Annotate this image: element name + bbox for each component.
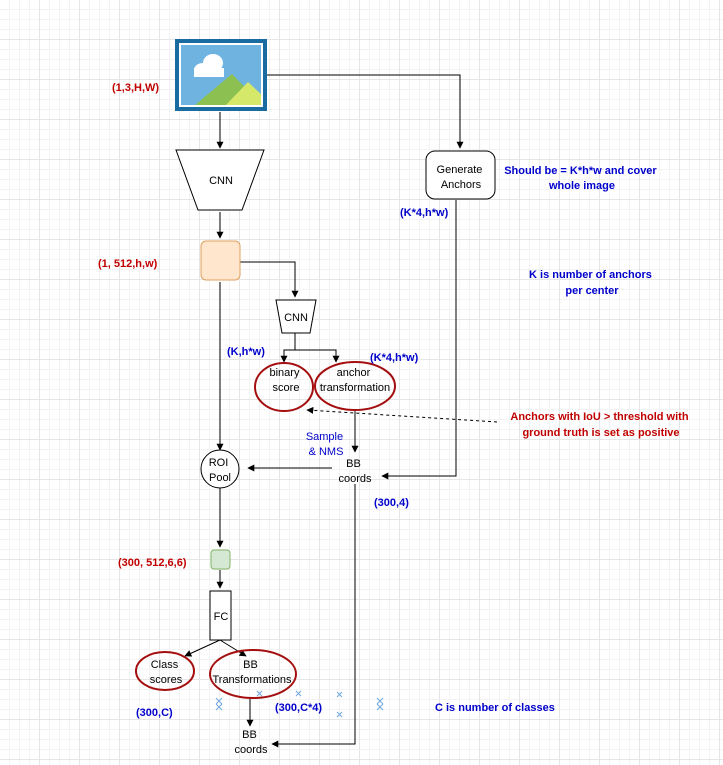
connectors xyxy=(184,74,498,748)
bb-transformations-ellipse xyxy=(209,649,297,699)
feature-shape-label: (1, 512,h,w) xyxy=(98,258,158,270)
edge-anchors-to-bb xyxy=(381,200,457,480)
bbt-shape-label: (300,C*4) xyxy=(275,702,322,714)
edge-feature-to-small-cnn xyxy=(240,261,299,298)
roi-feature-box xyxy=(210,549,231,570)
roi-pool-circle xyxy=(200,449,240,489)
cnn-small-label: CNN xyxy=(284,312,308,324)
anchors-shape-label: (K*4,h*w) xyxy=(400,207,449,219)
marker-x-4 xyxy=(336,711,343,718)
cnn-small-shape xyxy=(275,299,317,334)
roi-pool-label: ROI Pool xyxy=(209,457,232,484)
edge-image-to-anchors xyxy=(264,74,464,149)
bb-transformations-label: BB Transformations xyxy=(212,659,292,686)
class-shape-label: (300,C) xyxy=(136,707,173,719)
marker-x-1 xyxy=(256,690,263,697)
class-scores-ellipse xyxy=(135,651,195,691)
transform-shape-label: (K*4,h*w) xyxy=(370,352,419,364)
sample-nms-label: Sample & NMS xyxy=(306,431,346,458)
edge-iou-note-dashed xyxy=(306,406,498,423)
cnn-main-label: CNN xyxy=(209,175,233,187)
input-image-icon xyxy=(175,39,267,111)
score-shape-label: (K,h*w) xyxy=(227,346,265,358)
edge-small-cnn-to-transform xyxy=(295,349,340,363)
bb-coords-bottom-label: BB coords xyxy=(234,729,268,756)
edge-small-cnn-to-score xyxy=(280,333,296,363)
fc-label: FC xyxy=(214,611,229,623)
edge-fc-to-bbt xyxy=(219,639,247,657)
bb-shape-label: (300,4) xyxy=(374,497,409,509)
anchor-transformation-label: anchor transformation xyxy=(320,367,390,394)
cnn-main-shape xyxy=(175,149,265,211)
anchor-transformation-ellipse xyxy=(314,361,396,411)
roi-shape-label: (300, 512,6,6) xyxy=(118,557,187,569)
marker-dotted-right xyxy=(376,697,384,711)
edge-fc-to-class xyxy=(184,639,221,657)
feature-map-box xyxy=(200,240,241,281)
bb-coords-mid-label: BB coords xyxy=(338,458,372,485)
connection-markers xyxy=(215,690,384,718)
marker-x-2 xyxy=(295,690,302,697)
binary-score-ellipse xyxy=(254,362,314,412)
binary-score-label: binary score xyxy=(269,367,302,394)
iou-note: Anchors with IoU > threshold with ground… xyxy=(510,411,691,439)
class-scores-label: Class scores xyxy=(150,659,183,686)
k-definition-note: K is number of anchors per center xyxy=(529,269,655,297)
generate-anchors-box xyxy=(425,150,496,200)
marker-dotted-left xyxy=(215,697,223,711)
fc-box xyxy=(209,590,232,641)
input-shape-label: (1,3,H,W) xyxy=(112,82,159,94)
edge-bb-to-bbcoords xyxy=(271,484,356,748)
anchor-cover-note: Should be = K*h*w and cover whole image xyxy=(504,165,660,192)
generate-anchors-label: Generate Anchors xyxy=(437,164,486,191)
c-definition-note: C is number of classes xyxy=(435,702,555,714)
marker-x-3 xyxy=(336,691,343,698)
